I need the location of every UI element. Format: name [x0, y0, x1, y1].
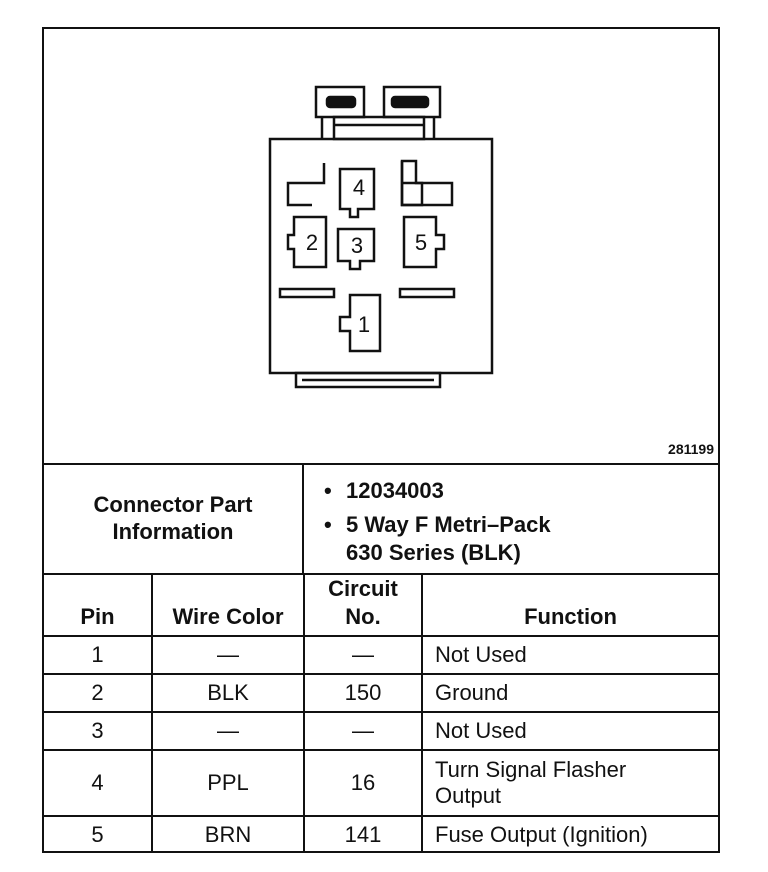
cavity-pin-4 — [338, 167, 376, 219]
header-circuit-line2: No. — [345, 604, 381, 629]
info-label-line2: Information — [112, 519, 234, 544]
part-number: 12034003 — [346, 478, 444, 503]
table-header-row: Pin Wire Color Circuit No. Function — [44, 573, 718, 637]
cell-wire-color: — — [151, 635, 305, 675]
header-function: Function — [421, 573, 718, 637]
bullet-icon: • — [324, 478, 332, 503]
figure-id: 281199 — [668, 441, 714, 457]
pinout-table: Pin Wire Color Circuit No. Function 1 — … — [44, 573, 718, 853]
cell-wire-color: BRN — [151, 815, 305, 853]
housing-base-rail — [294, 371, 442, 389]
cell-circuit: — — [303, 635, 423, 675]
pin-label-3: 3 — [351, 233, 363, 258]
pin-label-1: 1 — [358, 312, 370, 337]
header-pin: Pin — [44, 573, 153, 637]
cell-circuit: — — [303, 711, 423, 751]
cavity-pin-2 — [286, 215, 328, 269]
cavity-pin-1 — [338, 293, 382, 353]
cell-wire-color: — — [151, 711, 305, 751]
part-description-line1: 5 Way F Metri–Pack — [346, 512, 551, 537]
bullet-icon: • — [324, 512, 332, 537]
table-row: 3 — — Not Used — [44, 711, 718, 751]
table-row: 5 BRN 141 Fuse Output (Ignition) — [44, 815, 718, 853]
connector-info-row: Connector Part Information • 12034003 • … — [44, 463, 718, 575]
connector-sheet: 4 2 3 5 1 281199 Connector Part Informat… — [42, 27, 720, 853]
latch-slot-right — [390, 95, 430, 109]
table-row: 1 — — Not Used — [44, 635, 718, 675]
connector-info-label: Connector Part Information — [44, 463, 304, 573]
cell-circuit: 150 — [303, 673, 423, 713]
cell-function-line2: Output — [435, 783, 502, 808]
cell-wire-color: BLK — [151, 673, 305, 713]
latch-bridge — [332, 115, 426, 141]
header-wire-color: Wire Color — [151, 573, 305, 637]
cell-circuit: 16 — [303, 749, 423, 817]
pin-label-4: 4 — [353, 175, 365, 200]
connector-diagram: 4 2 3 5 1 281199 — [44, 29, 718, 465]
part-number-item: • 12034003 — [324, 477, 444, 505]
pin-label-5: 5 — [415, 230, 427, 255]
cell-pin: 2 — [44, 673, 153, 713]
cell-circuit: 141 — [303, 815, 423, 853]
cell-pin: 1 — [44, 635, 153, 675]
info-label-line1: Connector Part — [93, 492, 253, 517]
header-circuit: Circuit No. — [303, 573, 423, 637]
pin-label-2: 2 — [306, 230, 318, 255]
cell-function-line1: Turn Signal Flasher — [435, 757, 627, 782]
cavity-pin-5 — [402, 215, 446, 269]
cell-function: Turn Signal Flasher Output — [421, 749, 718, 817]
slot-right — [398, 287, 456, 299]
cell-pin: 4 — [44, 749, 153, 817]
latch-slot-left — [325, 95, 357, 109]
cell-pin: 5 — [44, 815, 153, 853]
cell-function: Not Used — [421, 711, 718, 751]
part-description-line2: 630 Series (BLK) — [346, 540, 521, 565]
cavity-pin-3 — [336, 227, 376, 271]
cell-wire-color: PPL — [151, 749, 305, 817]
cell-function: Fuse Output (Ignition) — [421, 815, 718, 853]
part-description-item: • 5 Way F Metri–Pack 630 Series (BLK) — [324, 511, 551, 567]
polarization-key-left — [286, 163, 326, 207]
cell-pin: 3 — [44, 711, 153, 751]
connector-info-list: • 12034003 • 5 Way F Metri–Pack 630 Seri… — [306, 463, 718, 573]
table-row: 2 BLK 150 Ground — [44, 673, 718, 713]
cell-function: Ground — [421, 673, 718, 713]
slot-left — [278, 287, 336, 299]
connector-face-drawing: 4 2 3 5 1 — [268, 85, 494, 389]
table-row: 4 PPL 16 Turn Signal Flasher Output — [44, 749, 718, 817]
header-circuit-line1: Circuit — [328, 576, 398, 601]
cell-function: Not Used — [421, 635, 718, 675]
